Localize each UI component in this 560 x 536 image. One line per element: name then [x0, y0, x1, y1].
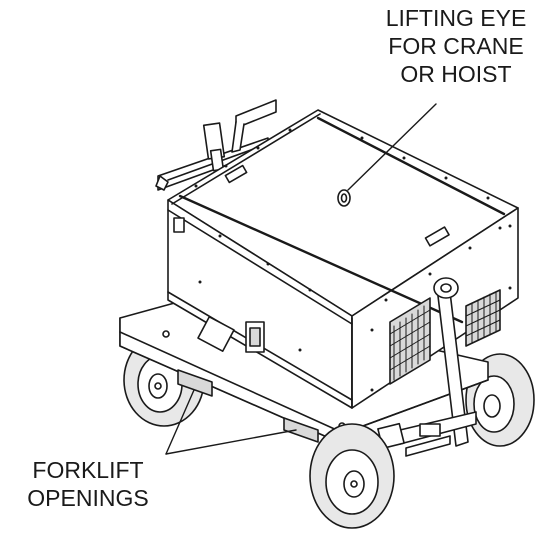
forklift-opening-left — [177, 369, 213, 397]
forklift-callout-line-1: FORKLIFT — [32, 457, 144, 483]
generator-enclosure — [167, 109, 519, 409]
lifting-eye-callout-line-1: LIFTING EYE — [385, 5, 527, 31]
leader-lines — [165, 103, 437, 455]
lifting-eye-callout-line-3: OR HOIST — [400, 61, 512, 87]
tow-bar — [377, 277, 477, 457]
forklift-opening-right — [283, 417, 319, 443]
leader-forklift-left — [165, 389, 195, 455]
forklift-openings-callout: FORKLIFT OPENINGS — [0, 456, 176, 512]
leader-forklift-right — [165, 429, 297, 455]
lifting-eye-callout-line-2: FOR CRANE — [388, 33, 524, 59]
side-rack — [465, 289, 501, 347]
vent-grille — [389, 297, 431, 385]
front-left-wheel — [309, 423, 395, 529]
leader-lifting-eye — [347, 103, 437, 191]
tow-handle — [155, 99, 277, 191]
lifting-eye-callout: LIFTING EYE FOR CRANE OR HOIST — [356, 4, 556, 88]
forklift-callout-line-2: OPENINGS — [27, 485, 149, 511]
